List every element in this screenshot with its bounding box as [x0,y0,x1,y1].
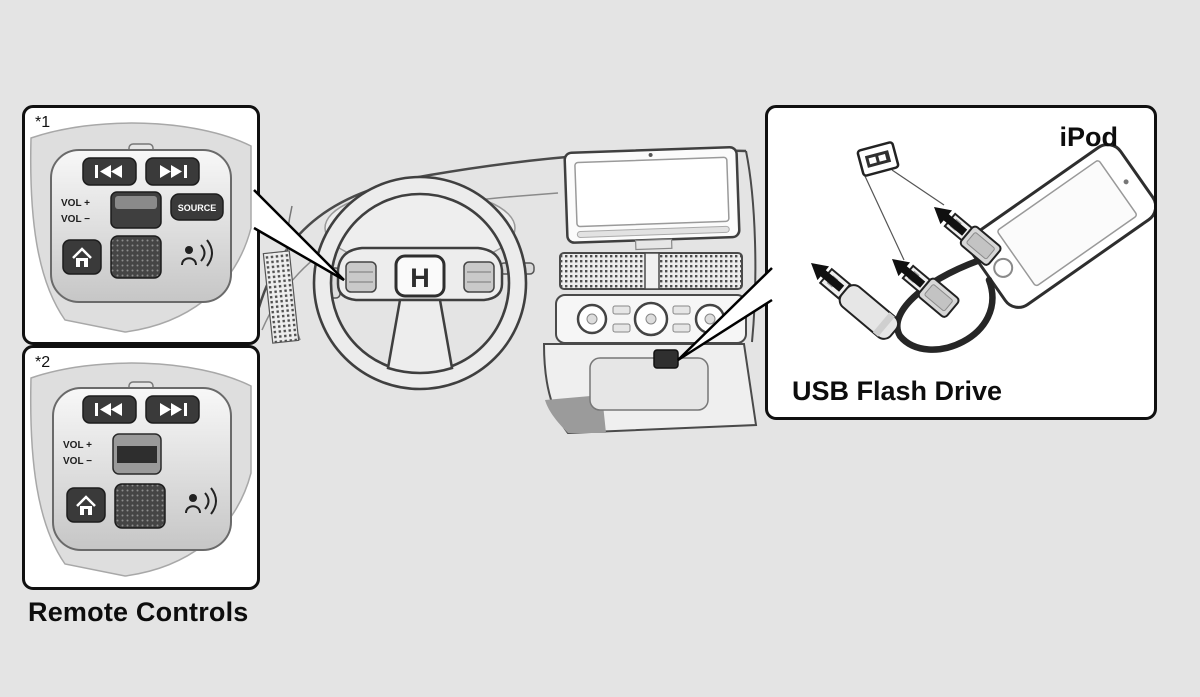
ipod-label: iPod [1059,122,1119,152]
vol-down-label: VOL − [61,214,90,225]
steering-remote-pad-right [463,261,495,293]
callout-usb: iPod USB Flash Drive [765,105,1157,420]
honda-badge: H [394,254,446,298]
climate-controls [555,294,747,344]
next-track-icon [160,403,187,416]
remote-pad-1: VOL + VOL − SOURCE [29,122,252,333]
home-button [62,239,102,275]
callout-tag-1: *1 [35,114,51,131]
console-usb-port [653,349,679,369]
prev-track-icon [95,403,122,416]
home-button [66,487,106,523]
prev-track-button [82,395,137,424]
vol-down-label: VOL − [63,456,92,467]
home-icon [76,495,96,515]
display-screen [563,145,741,251]
source-button: SOURCE [170,193,224,221]
source-button-label: SOURCE [178,203,217,213]
callout-remote-2: *2 VOL + VOL [22,345,260,590]
home-icon [72,247,92,267]
center-vents [559,252,743,290]
ipod-home-button [993,257,1014,278]
honda-logo-icon: H [410,263,430,293]
usb-port-icon [856,141,900,177]
next-track-button [145,395,200,424]
steering-wheel: H [312,175,528,391]
ipod-illustration [968,143,1154,309]
next-track-icon [160,165,187,178]
prev-track-button [82,157,137,186]
selector-rocker [110,235,162,279]
callout-tag-2: *2 [35,354,51,371]
center-console [542,343,758,435]
left-vent [262,250,300,344]
vol-up-label: VOL + [63,440,92,451]
voice-command-icon [181,239,213,267]
steering-remote-pad-left [345,261,377,293]
vol-up-label: VOL + [61,198,90,209]
usb-flash-drive-label: USB Flash Drive [792,376,1003,406]
voice-command-icon [185,487,217,515]
remote-controls-caption: Remote Controls [28,597,249,627]
leader-lines [863,169,945,261]
remote-pad-2: VOL + VOL − [29,362,252,577]
usb-cable [894,252,996,353]
selector-rocker [114,483,166,529]
prev-track-icon [95,165,122,178]
volume-rocker [110,191,162,229]
callout-remote-1: *1 VOL + VOL [22,105,260,345]
volume-rocker [112,433,162,475]
usb-connection-illustration [805,141,1154,353]
next-track-button [145,157,200,186]
